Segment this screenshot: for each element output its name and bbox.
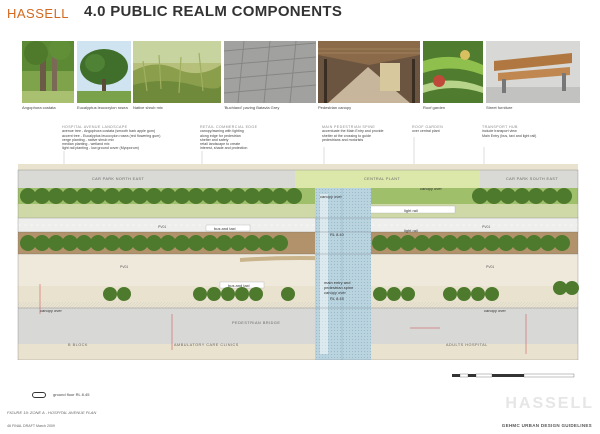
road-north <box>18 218 578 232</box>
label-main-entry: canopy over <box>324 290 346 295</box>
label-pv01: PV01 <box>486 265 494 269</box>
page-title: 4.0 PUBLIC REALM COMPONENTS <box>84 3 343 20</box>
label-central-plant: CENTRAL PLANT <box>364 177 400 181</box>
label-rl: RL 8.45 <box>330 296 345 301</box>
photo-caption: 'Buchland' paving Batavia Grey <box>224 105 280 110</box>
note-line: pedestrians and motorists <box>322 137 364 142</box>
label-light-rail: light rail <box>404 228 418 233</box>
label-pv01: PV01 <box>120 265 128 269</box>
photo-paving <box>224 41 316 103</box>
label-bus-taxi: bus and taxi <box>214 226 236 231</box>
note-line: retail landscape to create <box>200 142 241 147</box>
note-hospital-avenue: HOSPITAL AVENUE LANDSCAPE avenue tree - … <box>62 125 160 151</box>
label-car-park-ne: CAR PARK NORTH EAST <box>92 177 144 181</box>
central-plant-area <box>295 170 480 188</box>
note-line: over central plant <box>412 129 440 134</box>
label-canopy-over: canopy over <box>420 186 442 191</box>
photo-pedestrian-canopy <box>318 41 420 103</box>
note-line: along edge for pedestrian <box>200 133 241 138</box>
note-retail-edge: RETAIL COMMERCIAL EDGE canopy/awning wit… <box>200 125 257 151</box>
photo-angophora <box>22 41 74 103</box>
legend: ground floor RL 8.45 <box>32 392 89 398</box>
note-line: include transport view <box>482 129 517 134</box>
note-heading: MAIN PEDESTRIAN SPINE <box>322 125 376 129</box>
label-pv01: PV01 <box>482 225 490 229</box>
label-pv01: PV01 <box>158 225 166 229</box>
note-heading: ROOF GARDEN <box>412 125 444 129</box>
label-rl: RL 8.40 <box>330 232 345 237</box>
label-b-block: B BLOCK <box>68 343 88 347</box>
photo-native-shrub <box>133 41 221 103</box>
footer-page-info: 46 FINAL DRAFT March 2009 <box>7 424 55 428</box>
lower-tree-row <box>103 281 579 301</box>
brand-logo: HASSELL <box>7 6 70 21</box>
site-plan: CAR PARK NORTH EAST CENTRAL PLANT CAR PA… <box>17 164 579 360</box>
note-transport-hub: TRANSPORT HUB include transport view Mai… <box>482 125 536 138</box>
note-line: light rail planting - low ground cover (… <box>62 146 139 151</box>
photo-caption: Roof garden <box>423 105 446 110</box>
footer-document-title: GEHMC URBAN DESIGN GUIDELINES <box>501 423 592 428</box>
photo-street-furniture <box>486 41 580 103</box>
note-line: accent tree - Eucalyptus leucoxylon rose… <box>62 133 161 138</box>
figure-caption: FIGURE 19: ZONE A - HOSPITAL AVENUE PLAN <box>7 410 97 415</box>
note-line: canopy/awning with lighting <box>200 129 244 134</box>
photo-caption: Pedestrian canopy <box>318 105 352 110</box>
photo-caption: Street furniture <box>486 105 513 110</box>
watermark: HASSELL <box>505 395 594 412</box>
photo-eucalyptus <box>77 41 131 103</box>
ground-floor-symbol <box>32 392 46 398</box>
note-line: avenue tree - Angophora costata (smooth … <box>62 129 156 134</box>
scale-bar <box>452 373 575 378</box>
median-tree-row <box>20 235 570 251</box>
note-line: Main Entry (bus, taxi and light rail) <box>482 133 537 138</box>
label-main-entry: pedestrian spine <box>324 285 354 290</box>
note-pedestrian-spine: MAIN PEDESTRIAN SPINE accentuate the Mai… <box>322 125 384 142</box>
light-rail-corridor <box>18 204 578 218</box>
label-pedestrian-bridge: PEDESTRIAN BRIDGE <box>232 321 280 325</box>
label-adults-hospital: ADULTS HOSPITAL <box>446 343 488 347</box>
note-heading: HOSPITAL AVENUE LANDSCAPE <box>62 125 128 129</box>
upper-tree-row <box>20 188 572 204</box>
note-heading: RETAIL COMMERCIAL EDGE <box>200 125 258 129</box>
note-line: shelter at the crossing to guide <box>322 133 371 138</box>
note-line: interest, shade and protection <box>200 146 248 151</box>
label-bus-taxi: bus and taxi <box>228 283 250 288</box>
photo-roof-garden <box>423 41 483 103</box>
label-main-entry: main entry and <box>324 280 350 285</box>
note-heading: TRANSPORT HUB <box>482 125 518 129</box>
note-line: verge planting - native shrub mix <box>62 137 114 142</box>
label-light-rail: light rail <box>404 208 418 213</box>
label-canopy-over: canopy over <box>320 194 342 199</box>
label-car-park-se: CAR PARK SOUTH EAST <box>506 177 558 181</box>
building-band <box>18 308 578 344</box>
photo-caption: Angophora costata <box>22 105 56 110</box>
note-line: accentuate the Main Entry and provide <box>322 129 384 134</box>
label-ambulatory-clinics: AMBULATORY CARE CLINICS <box>174 343 239 347</box>
bus-taxi-bay <box>205 224 251 232</box>
note-line: median planting - wetland mix <box>62 142 110 147</box>
label-canopy-over: canopy over <box>40 308 62 313</box>
note-roof-garden: ROOF GARDEN over central plant <box>412 125 443 134</box>
photo-caption: Native shrub mix <box>133 105 163 110</box>
note-line: shelter and safety <box>200 137 229 142</box>
legend-ground-floor: ground floor RL 8.45 <box>53 392 90 398</box>
label-canopy-over: canopy over <box>484 308 506 313</box>
photo-caption: Eucalyptus leucoxylon rosea <box>77 105 128 110</box>
